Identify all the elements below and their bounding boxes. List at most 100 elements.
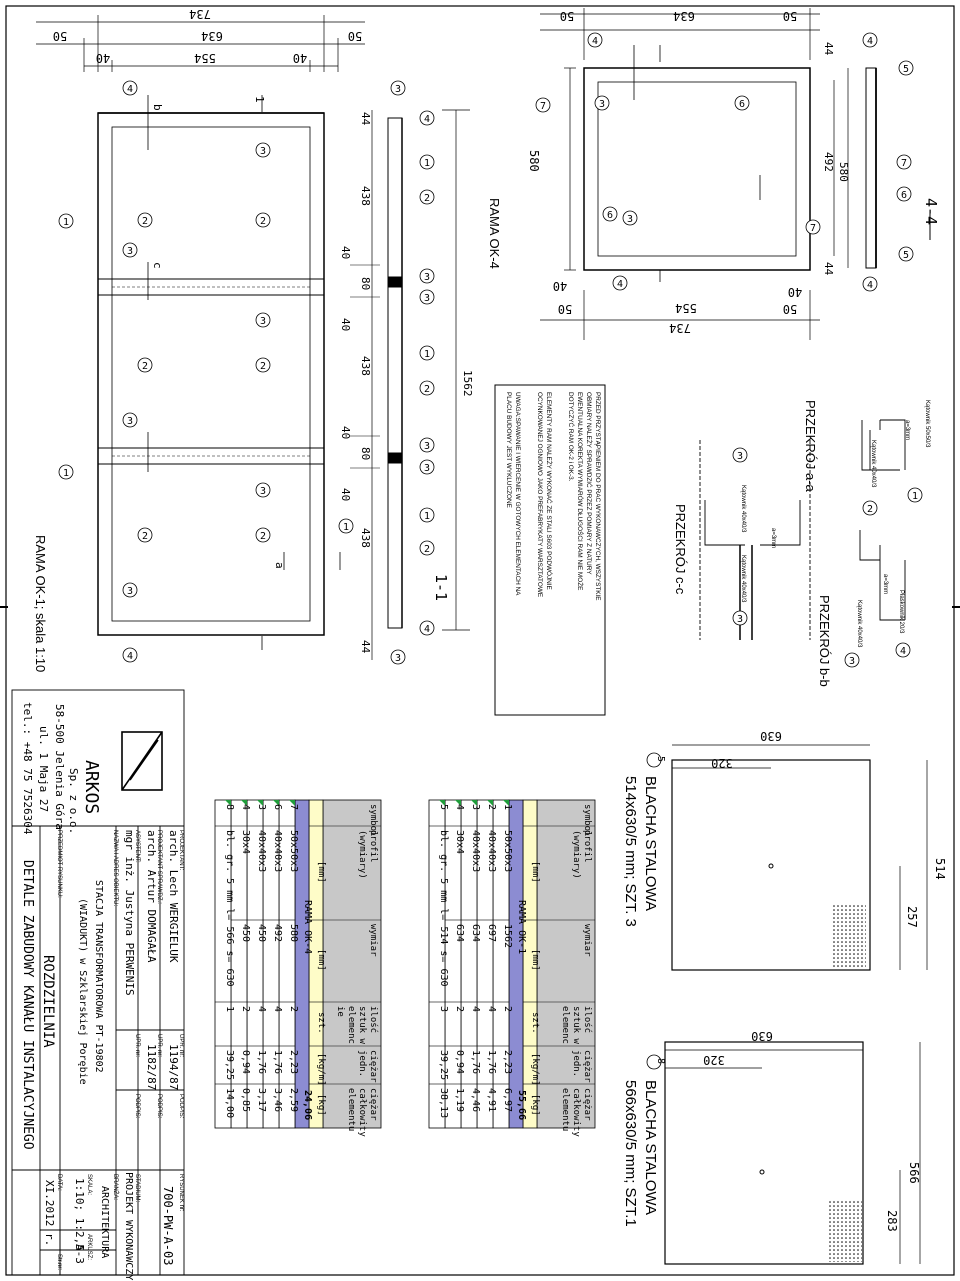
stadium: PROJEKT WYKONAWCZY: [123, 1172, 134, 1280]
svg-text:2: 2: [424, 544, 430, 555]
plate8-h: 566: [907, 1162, 921, 1184]
svg-text:2: 2: [260, 216, 266, 227]
table-cell: 4,46: [470, 1088, 481, 1112]
plate8-label: 8 BLACHA STALOWA 566x630/5 mm; SZT.1: [622, 1054, 666, 1227]
section-a-a-title: PRZEKRÓJ a-a: [803, 400, 818, 493]
svg-text:4: 4: [867, 280, 873, 291]
table-cell: 30x4: [454, 830, 465, 854]
ok4-dim-flange-left: 40: [553, 279, 567, 293]
section-callouts: 12 33 34: [732, 447, 923, 668]
table-cell: 3: [256, 804, 267, 810]
row-marker-icon: [289, 800, 295, 806]
table-unit-cell: [kg]: [316, 1094, 326, 1116]
plate-5: [671, 744, 928, 971]
table-header-cell: ie: [335, 1006, 345, 1017]
plate-8: [664, 1041, 921, 1265]
table-header-cell: profil: [582, 830, 592, 863]
svg-text:PROJEKTANT:: PROJEKTANT:: [178, 830, 184, 871]
table-header-cell: ciężar: [368, 1088, 378, 1121]
sec11-seg-a-3: 438: [359, 528, 372, 548]
svg-text:PROJEKTANT SPRAWDZ.:: PROJEKTANT SPRAWDZ.:: [156, 830, 162, 904]
table-cell: 14,00: [224, 1088, 235, 1118]
arkos-logo-icon: [121, 731, 163, 791]
label-flat: Płaskownik 20/3: [898, 590, 904, 634]
table-cell: 40x40x3: [470, 830, 481, 872]
svg-text:3: 3: [260, 146, 266, 157]
svg-text:PODPIS:: PODPIS:: [178, 1094, 184, 1119]
title-block: [11, 689, 185, 1276]
table-cell: 1,76: [486, 1050, 497, 1074]
ok4-dim-end-bottom-left: 50: [558, 302, 572, 316]
row-marker-icon: [503, 800, 509, 806]
sec11-seg-d-bottom: 44: [359, 640, 372, 654]
svg-text:3: 3: [737, 451, 743, 462]
table-cell: 7: [288, 804, 299, 810]
sprawdzil: arch. Artur DOMAGAŁA: [145, 830, 158, 963]
table-header-cell: ilość: [582, 1006, 593, 1033]
svg-text:1: 1: [63, 217, 69, 228]
table-header-cell: ciężar: [368, 1050, 378, 1083]
table-cell: 2: [454, 1006, 465, 1012]
ok1-cut-c: c: [151, 262, 164, 269]
table-header-cell: (wymiary): [571, 830, 581, 879]
obiekt-2: (WIADUKT) w Szklarskiej Porębie: [77, 898, 88, 1085]
svg-text:3: 3: [424, 441, 430, 452]
svg-text:5: 5: [903, 250, 909, 261]
table-cell: 8: [224, 804, 235, 810]
svg-text:1: 1: [912, 491, 918, 502]
svg-text:1: 1: [424, 349, 430, 360]
sec44-title: 4-4: [922, 198, 940, 225]
svg-text:OBMIARY NALEŻY SPRAWDZIĆ PRZEZ: OBMIARY NALEŻY SPRAWDZIĆ PRZEZ POMIARY Z…: [585, 392, 594, 575]
obiekt-1: STACJA TRANSFORMATOROWA PT-19802: [93, 880, 104, 1073]
svg-text:7: 7: [901, 158, 907, 169]
table-header-cell: symbol: [368, 804, 378, 837]
table-cell: 4,91: [486, 1088, 497, 1112]
row-marker-icon: [471, 800, 477, 806]
table-header-cell: (wymiary): [357, 830, 367, 879]
svg-text:PLACU BUDOWY JEST WYKLUCZONE: PLACU BUDOWY JEST WYKLUCZONE: [505, 392, 512, 508]
section-4-4: [833, 67, 931, 269]
table-header-cell: elemenc: [560, 1006, 570, 1044]
table-cell: 2: [240, 1006, 251, 1012]
przedmiot-2: DETALE ZABUDOWY KANAŁU INSTALACYJNEGO: [20, 860, 35, 1150]
table-cell: 39,25: [224, 1050, 235, 1080]
label-weld-bb: a=3mm: [882, 574, 888, 594]
table-cell: 634: [454, 924, 465, 942]
table-header-cell: całkowity: [357, 1088, 367, 1137]
ok1-dim-end-left: 50: [53, 29, 67, 43]
plate8-half: 320: [703, 1053, 725, 1067]
label-angle40-cc2: Kątownik 40x40/3: [740, 555, 746, 603]
table-unit-cell: [mm]: [316, 861, 326, 883]
svg-text:ELEMENTY RAM NALEŻY WYKONAĆ ZE: ELEMENTY RAM NALEŻY WYKONAĆ ZE STALI S60…: [545, 392, 554, 590]
svg-text:2: 2: [260, 361, 266, 372]
svg-text:5: 5: [903, 64, 909, 75]
table-header-cell: całkowity: [571, 1088, 581, 1137]
sec44-inner: 492: [822, 152, 835, 172]
table-cell: 580: [288, 924, 299, 942]
plate5-label: 5 BLACHA STALOWA 514x630/5 mm; SZT. 3: [622, 752, 666, 927]
table-cell: 39,25: [438, 1050, 449, 1080]
projektant: arch. Lech WERGIELUK: [167, 830, 180, 963]
table-header-cell: elementu: [560, 1088, 570, 1131]
arkusz: A-3: [73, 1244, 86, 1264]
table-cell: 4: [272, 1006, 283, 1012]
table-cell: bl. gr. 5 mm l= 514 s= 630: [438, 830, 449, 987]
svg-text:UPR. nr:: UPR. nr:: [134, 1034, 140, 1057]
table-cell: 1562: [502, 924, 513, 948]
svg-text:4: 4: [867, 36, 873, 47]
svg-text:OCYNKOWANEJ OGNIOWO JAKO PREFA: OCYNKOWANEJ OGNIOWO JAKO PREFABRYKATY WA…: [536, 392, 543, 597]
svg-text:3: 3: [127, 416, 133, 427]
przedmiot-1: ROZDZIELNIA: [40, 955, 56, 1048]
label-angle50: Kątownik 50x50/3: [924, 400, 930, 448]
table-header-cell: ciężar: [582, 1088, 592, 1121]
ok1-dim-flange-left: 40: [96, 51, 110, 65]
row-marker-icon: [225, 800, 231, 806]
sec11-seg-c-2: 40: [339, 318, 352, 331]
label-angle40-aa: Kątownik 40x40/3: [870, 440, 876, 488]
svg-text:ARKUSZ:: ARKUSZ:: [86, 1234, 92, 1260]
section-b-b-drawing: [859, 530, 906, 621]
label-weld-cc: a=3mm: [770, 528, 776, 548]
plate5-h: 514: [933, 858, 947, 880]
row-marker-icon: [257, 800, 263, 806]
label-weld-aa: a=3mm: [904, 420, 910, 440]
